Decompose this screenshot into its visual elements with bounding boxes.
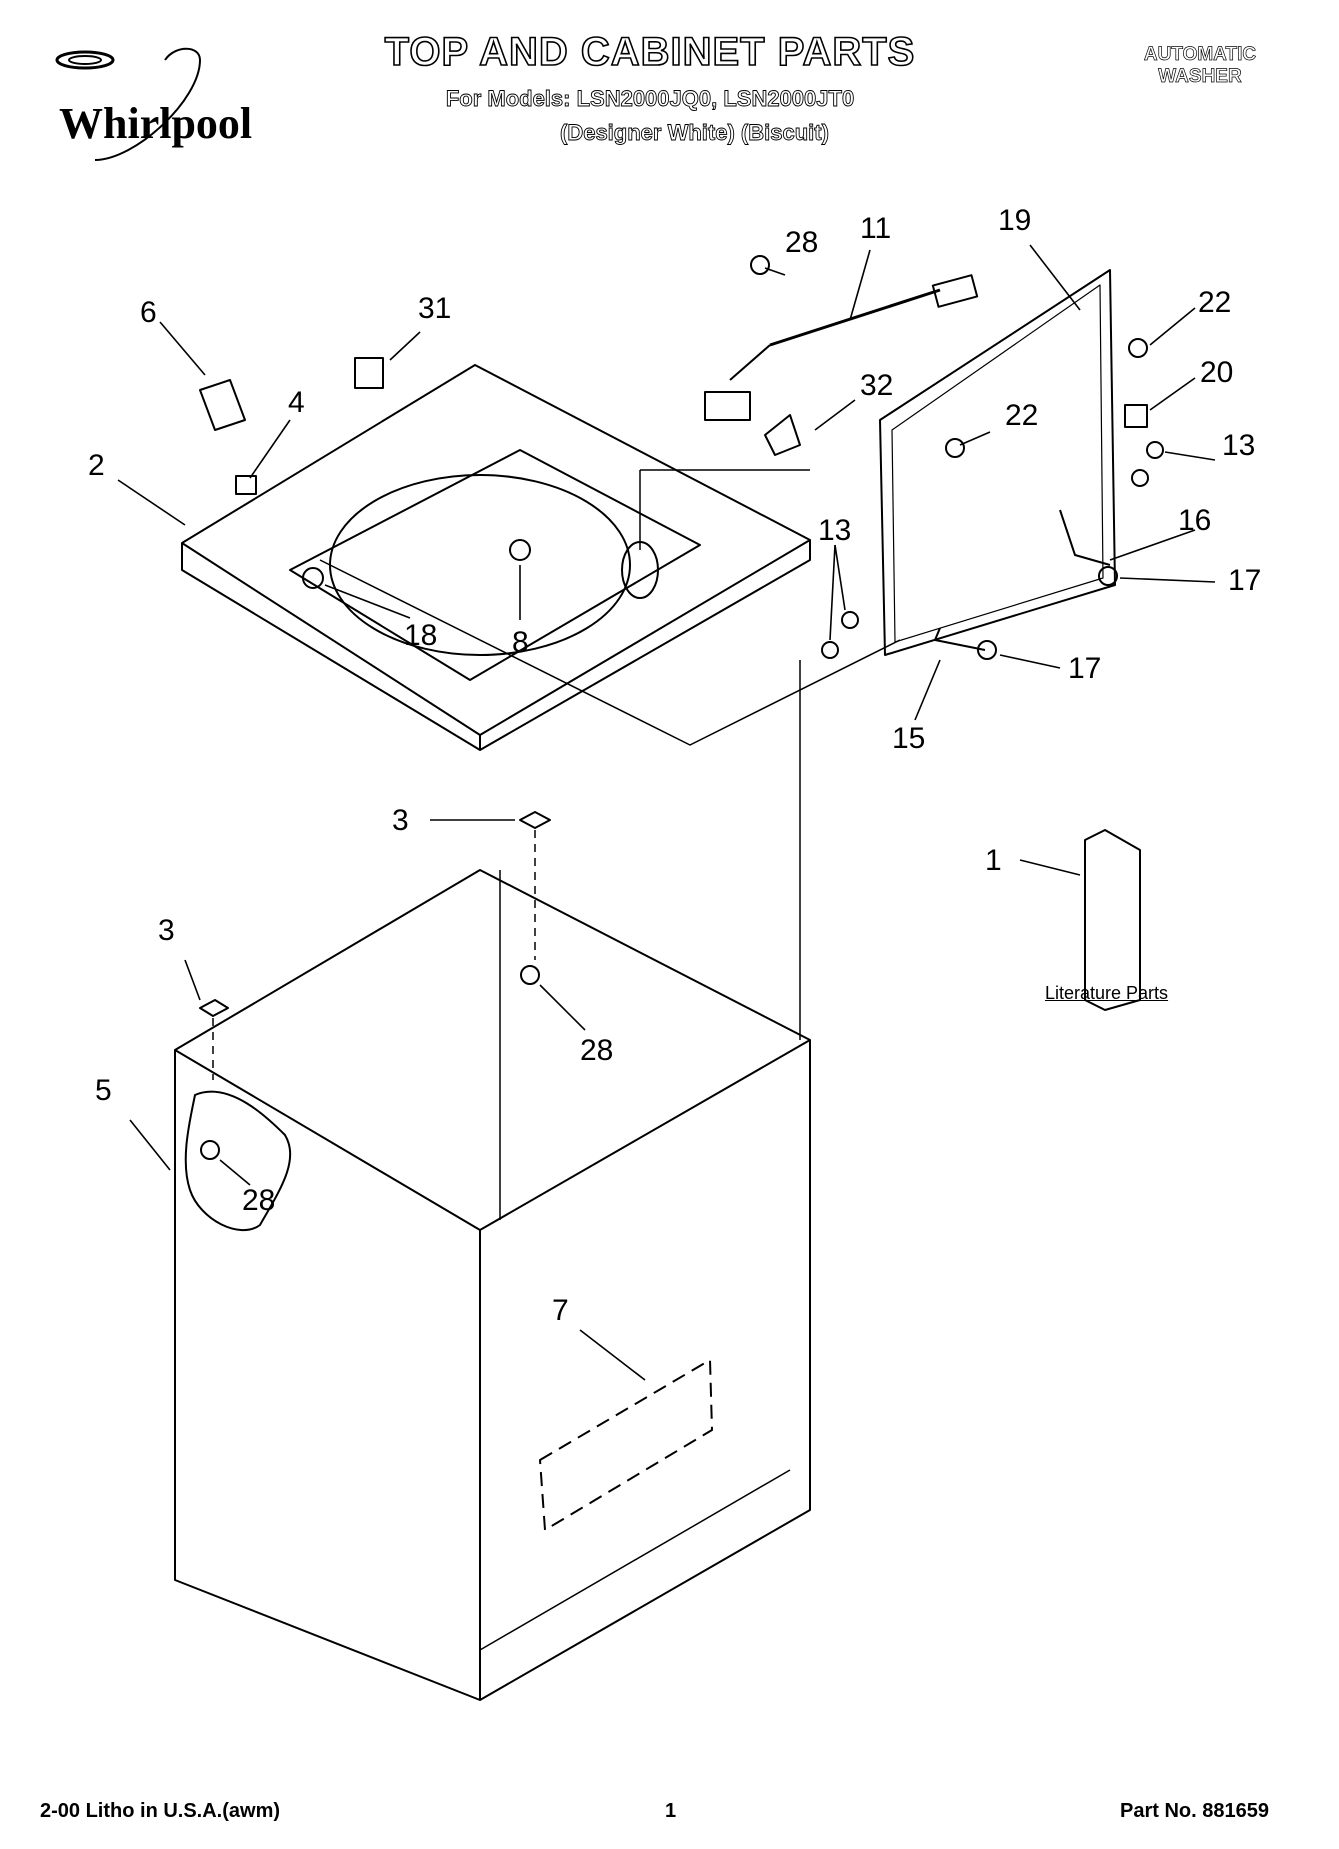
callout-20: 20 <box>1200 356 1233 389</box>
callout-4: 4 <box>288 386 305 419</box>
bumper-22a <box>1128 338 1148 358</box>
model-colors: (Designer White) (Biscuit) <box>560 120 830 146</box>
model-numbers: For Models: LSN2000JQ0, LSN2000JT0 <box>445 86 855 112</box>
clip-31 <box>354 357 384 389</box>
cabinet-top-frame <box>174 869 811 1231</box>
nut-17a <box>1098 566 1118 586</box>
callout-31: 31 <box>418 292 451 325</box>
callout-1: 1 <box>985 844 1002 877</box>
lid-switch-bump <box>621 541 659 599</box>
nut-17b <box>977 640 997 660</box>
clip-4 <box>235 475 257 495</box>
callout-8: 8 <box>512 626 529 659</box>
brand-name: Whirlpool <box>59 99 253 148</box>
callout-28-middle: 28 <box>580 1034 613 1067</box>
washer-top-side-edge <box>479 540 811 751</box>
whirlpool-logo: Whirlpool <box>25 40 275 170</box>
cabinet-side <box>479 1040 811 1701</box>
clip-20 <box>1124 404 1148 428</box>
screw-13b <box>1131 469 1149 487</box>
bumper-22b <box>945 438 965 458</box>
clip-6 <box>199 379 246 431</box>
screw-28-side <box>200 1140 220 1160</box>
callout-3-top: 3 <box>392 804 409 837</box>
footer-page-number: 1 <box>665 1800 677 1822</box>
callout-22-right: 22 <box>1198 286 1231 319</box>
callout-16: 16 <box>1178 504 1211 537</box>
footer-part-number: Part No. 881659 <box>1120 1800 1269 1822</box>
callout-17-bottom: 17 <box>1068 652 1101 685</box>
callout-17-right: 17 <box>1228 564 1261 597</box>
appliance-type-line1: AUTOMATIC <box>1143 44 1257 66</box>
screw-8 <box>509 539 531 561</box>
callout-32: 32 <box>860 369 893 402</box>
callout-3-side: 3 <box>158 914 175 947</box>
tub-ring <box>329 474 631 656</box>
screw-28-middle <box>520 965 540 985</box>
clip-3-top <box>519 811 551 829</box>
lid-switch-body <box>704 391 751 421</box>
callout-5: 5 <box>95 1074 112 1107</box>
washer-top-front-edge <box>181 543 481 751</box>
screw-28-top <box>750 255 770 275</box>
lid-panel <box>879 269 1116 656</box>
appliance-type-line2: WASHER <box>1158 66 1242 88</box>
callout-13-left: 13 <box>818 514 851 547</box>
clip-3-side <box>199 999 229 1017</box>
screw-13d <box>821 641 839 659</box>
callout-28-top: 28 <box>785 226 818 259</box>
literature-parts-label: Literature Parts <box>1045 983 1169 1003</box>
lid-opening <box>289 449 701 681</box>
callout-7: 7 <box>552 1294 569 1327</box>
callout-19: 19 <box>998 204 1031 237</box>
callout-22-left: 22 <box>1005 399 1038 432</box>
callout-28-side: 28 <box>242 1184 275 1217</box>
appliance-type: AUTOMATIC WASHER <box>1130 44 1270 88</box>
callout-6: 6 <box>140 296 157 329</box>
screw-18 <box>302 567 324 589</box>
callout-2: 2 <box>88 449 105 482</box>
callout-11: 11 <box>860 212 891 245</box>
page-title: TOP AND CABINET PARTS <box>384 29 916 75</box>
callout-13-right: 13 <box>1222 429 1255 462</box>
callout-15: 15 <box>892 722 925 755</box>
panel-7-dashed <box>539 1359 713 1531</box>
switch-bracket <box>764 414 801 456</box>
screw-13a <box>1146 441 1164 459</box>
screw-13c <box>841 611 859 629</box>
literature-booklet <box>1084 829 1141 1011</box>
callout-18: 18 <box>404 619 437 652</box>
footer-print-info: 2-00 Litho in U.S.A.(awm) <box>40 1800 281 1822</box>
cutaway-view <box>184 1090 292 1231</box>
cabinet-front <box>174 1050 481 1701</box>
